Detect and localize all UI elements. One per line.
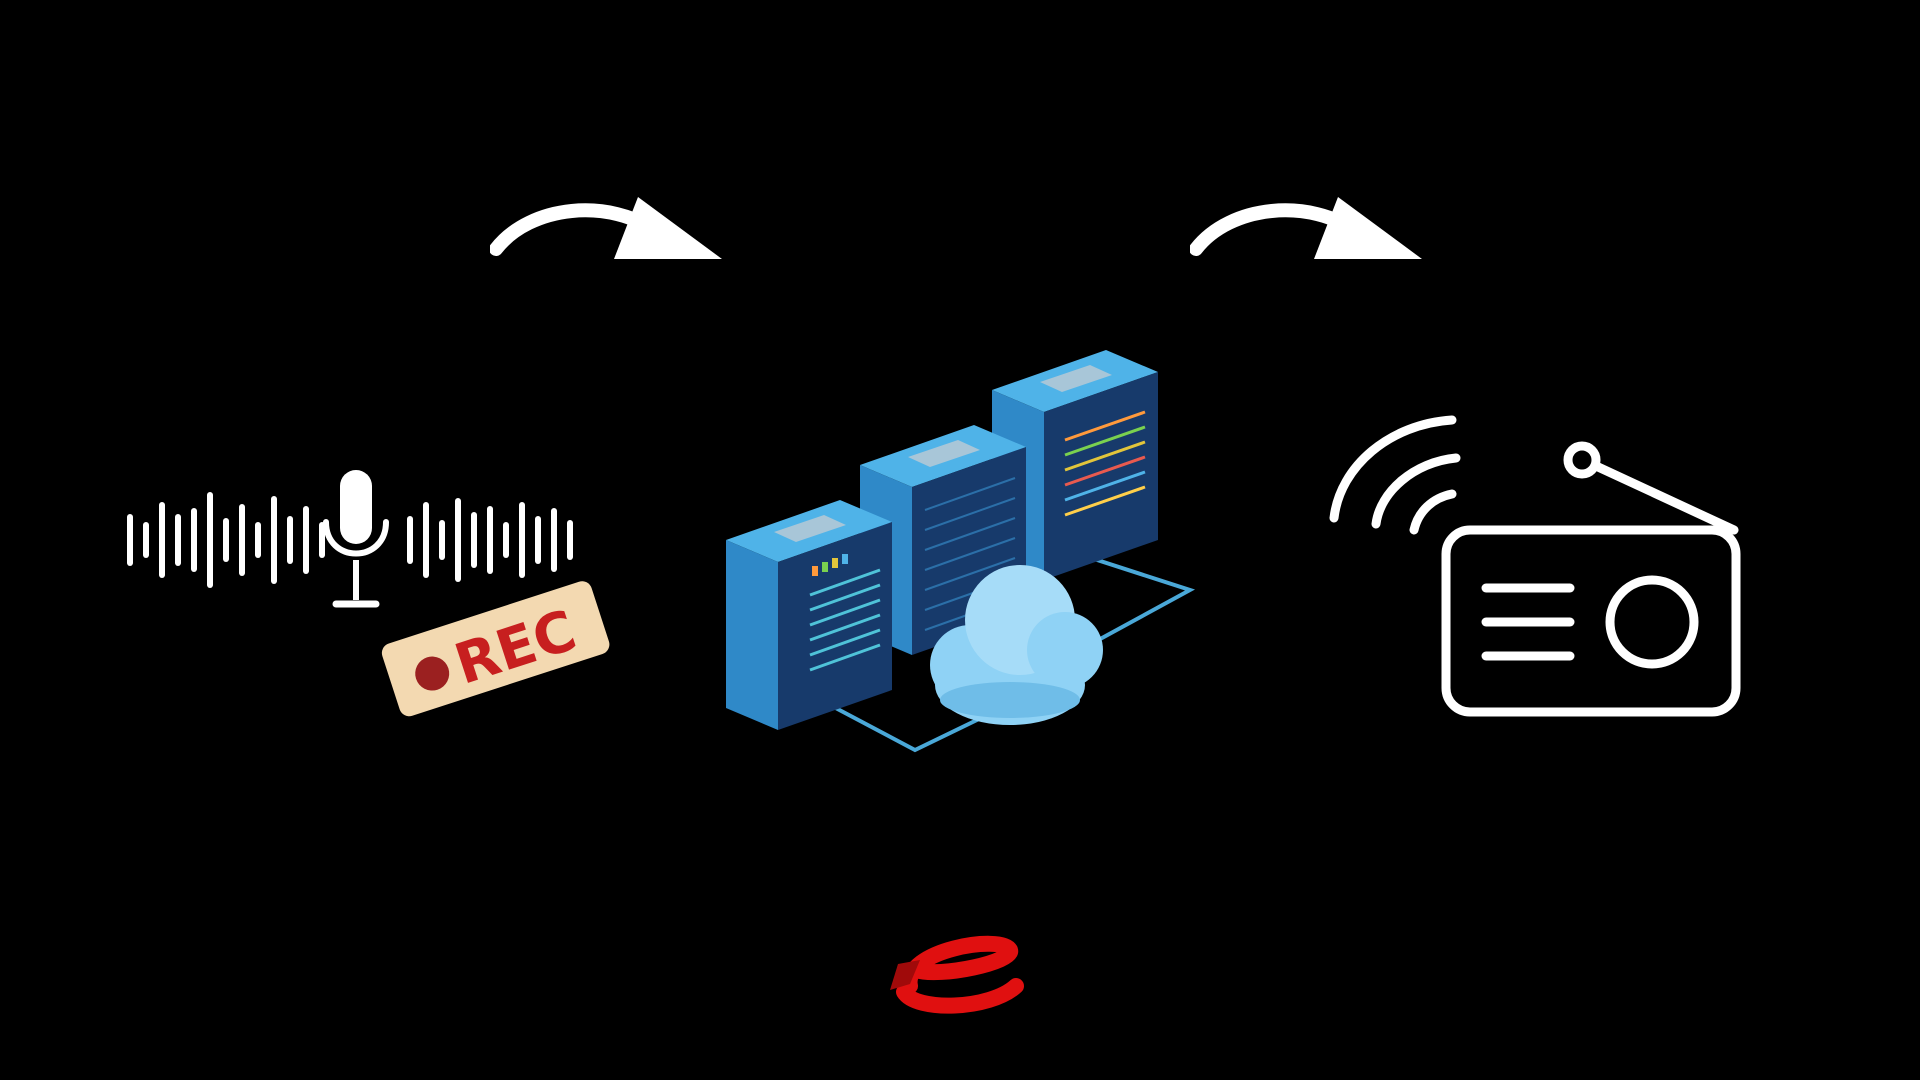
server-rack-icon bbox=[726, 500, 892, 730]
cloud-icon bbox=[930, 565, 1103, 725]
curved-arrow-icon bbox=[490, 197, 722, 259]
server-cluster bbox=[726, 350, 1196, 753]
curved-arrow-icon-2 bbox=[1190, 197, 1422, 259]
e-logo-icon bbox=[890, 935, 1024, 1014]
rec-badge: REC bbox=[381, 581, 610, 717]
radio-icon bbox=[1329, 415, 1741, 717]
sound-wave-icon bbox=[127, 492, 573, 588]
microphone-icon bbox=[323, 470, 389, 608]
rec-label: REC bbox=[447, 598, 584, 698]
